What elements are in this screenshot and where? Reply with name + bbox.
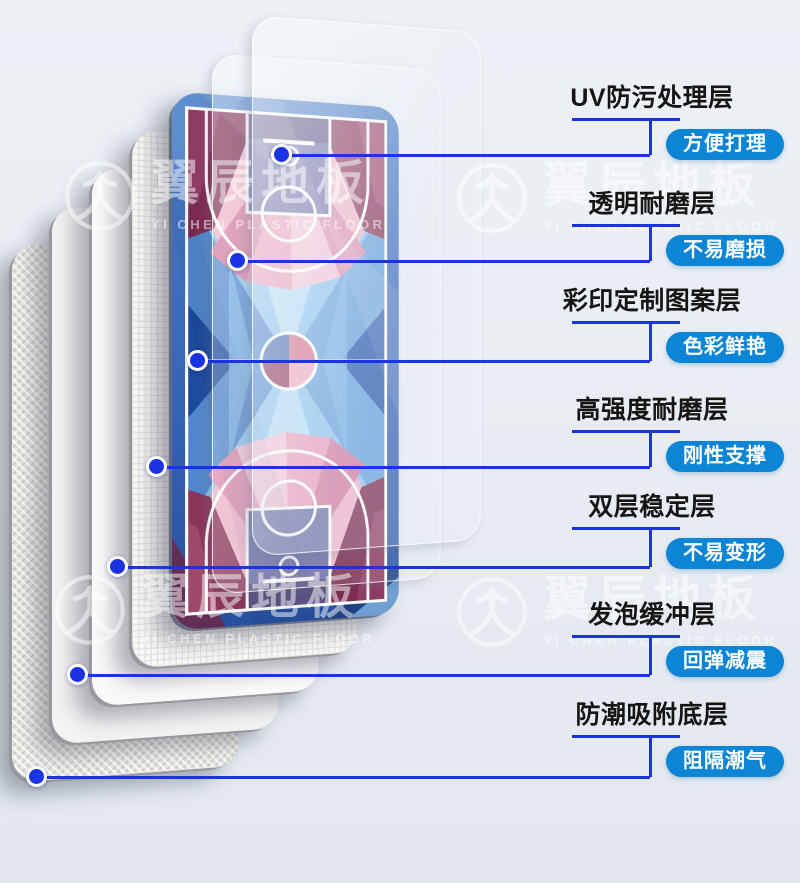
connector-vline [649,527,652,567]
connector-vline [649,635,652,675]
connector-vline [649,735,652,777]
layer-uv-coating [251,15,481,557]
label-underline [572,735,680,738]
label-underline [572,321,680,324]
feature-badge: 回弹减震 [666,646,784,677]
feature-badge: 刚性支撑 [666,441,784,472]
brand-name: 翼辰地板 [543,159,764,212]
layer-label: 透明耐磨层 [588,190,716,218]
connector-vline [649,224,652,261]
connector-vline [649,321,652,361]
brand-name: 翼辰地板 [543,573,764,626]
brand-logo-icon [457,577,527,647]
brand-name-en: YI CHEN PLASTIC FLOOR [543,633,778,648]
feature-badge: 不易变形 [666,538,784,569]
layer-label: UV防污处理层 [570,84,734,112]
watermark: 翼辰地板 YI CHEN PLASTIC FLOOR [454,160,778,236]
connector-vline [649,118,652,155]
label-underline [572,118,680,121]
label-underline [572,527,680,530]
layer-label: 防潮吸附底层 [575,701,729,729]
label-underline [572,430,680,433]
brand-name-en: YI CHEN PLASTIC FLOOR [543,219,778,234]
label-underline [572,635,680,638]
connector-hline [37,776,650,779]
label-underline [572,224,680,227]
connector-vline [649,430,652,467]
feature-badge: 色彩鲜艳 [666,332,784,363]
feature-badge: 方便打理 [666,129,784,160]
watermark: 翼辰地板 YI CHEN PLASTIC FLOOR [454,574,778,650]
feature-badge: 不易磨损 [666,235,784,266]
layer-label: 双层稳定层 [588,493,716,521]
layer-label: 高强度耐磨层 [575,396,729,424]
layer-label: 彩印定制图案层 [562,287,742,315]
feature-badge: 阻隔潮气 [666,746,784,777]
layer-label: 发泡缓冲层 [588,601,716,629]
